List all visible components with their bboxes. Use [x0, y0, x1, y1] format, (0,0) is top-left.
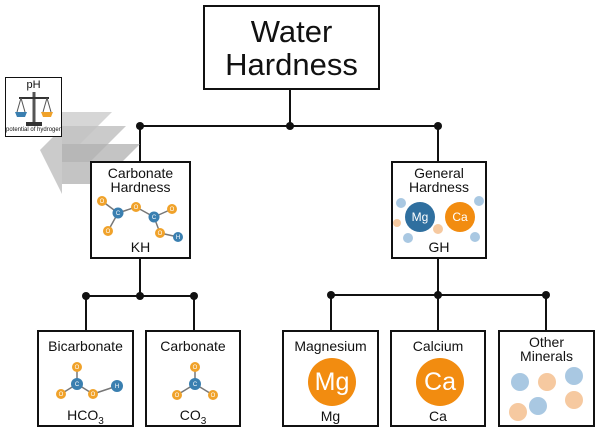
- carbonate-formula-main: CO: [179, 407, 201, 423]
- magnesium-caption: Mg: [320, 408, 341, 424]
- water-hardness-title: Water Hardness: [205, 15, 378, 81]
- bicarbonate-formula-main: HCO: [67, 407, 99, 423]
- svg-text:O: O: [106, 229, 111, 235]
- junction-dot: [434, 122, 442, 130]
- svg-text:O: O: [193, 365, 198, 371]
- root-title-line2: Hardness: [225, 47, 358, 82]
- ph-label: pH: [26, 79, 41, 91]
- other-minerals-line1: Other: [528, 334, 564, 350]
- mineral-particles-icon: [509, 367, 583, 421]
- svg-text:O: O: [175, 393, 180, 399]
- root-title-line1: Water: [250, 14, 333, 49]
- calcium-node: Calcium Ca Ca: [390, 330, 486, 427]
- other-minerals-line2: Minerals: [520, 348, 573, 364]
- bicarbonate-node: Bicarbonate O C O O H HCO3: [37, 330, 134, 427]
- magnesium-node: Magnesium Mg Mg: [282, 330, 379, 427]
- carbonate-structure-icon: O C O O: [172, 362, 218, 400]
- kh-abbr: KH: [130, 239, 151, 255]
- carbonate-hardness-title: Carbonate Hardness: [92, 166, 189, 194]
- calcium-symbol: Ca: [416, 358, 464, 406]
- svg-text:H: H: [115, 384, 119, 390]
- gh-title-line2: Hardness: [409, 179, 469, 195]
- ph-caption: potential of hydrogen: [6, 127, 63, 133]
- junction-dot: [136, 292, 144, 300]
- carbonate-hardness-node: Carbonate Hardness O C O O C O O H KH: [90, 161, 191, 259]
- svg-text:O: O: [75, 365, 80, 371]
- svg-text:O: O: [134, 205, 139, 211]
- gh-magnesium-ion: Mg: [405, 202, 435, 232]
- svg-text:O: O: [91, 392, 96, 398]
- svg-text:O: O: [211, 393, 216, 399]
- mineral-ions-icon: [393, 196, 484, 243]
- junction-dot: [327, 291, 335, 299]
- junction-dot: [434, 291, 442, 299]
- svg-text:O: O: [170, 207, 175, 213]
- bicarbonate-formula: HCO3: [39, 407, 132, 426]
- svg-text:H: H: [176, 235, 180, 241]
- junction-dot: [286, 122, 294, 130]
- bicarbonate-formula-sub: 3: [98, 415, 104, 427]
- svg-text:O: O: [100, 199, 105, 205]
- svg-text:O: O: [158, 231, 163, 237]
- junction-dot: [542, 291, 550, 299]
- svg-text:O: O: [59, 392, 64, 398]
- ph-badge: pH potential of hydrogen: [5, 77, 62, 137]
- junction-dot: [82, 292, 90, 300]
- magnesium-symbol: Mg: [308, 358, 356, 406]
- gh-calcium-ion: Ca: [445, 202, 475, 232]
- water-hardness-node: Water Hardness: [203, 5, 380, 90]
- calcium-title: Calcium: [412, 338, 464, 354]
- general-hardness-title: General Hardness: [393, 166, 485, 194]
- bicarbonate-molecule-icon: O C O O C O O H: [97, 196, 183, 242]
- svg-text:C: C: [152, 215, 157, 221]
- other-minerals-title: Other Minerals: [500, 335, 593, 363]
- carbonate-node: Carbonate O C O O CO3: [145, 330, 241, 427]
- junction-dot: [190, 292, 198, 300]
- other-minerals-node: Other Minerals: [498, 330, 595, 427]
- magnesium-title: Magnesium: [294, 338, 367, 354]
- gh-title-line1: General: [414, 165, 464, 181]
- carbonate-title: Carbonate: [160, 338, 226, 354]
- junction-dot: [136, 122, 144, 130]
- carbonate-formula-sub: 3: [200, 415, 207, 427]
- svg-text:C: C: [193, 382, 198, 388]
- carbonate-formula: CO3: [147, 407, 239, 426]
- bicarbonate-structure-icon: O C O O H: [56, 362, 123, 399]
- svg-text:C: C: [116, 211, 121, 217]
- bicarbonate-title: Bicarbonate: [48, 338, 123, 354]
- general-hardness-node: General Hardness Mg Ca GH: [391, 161, 487, 259]
- gh-abbr: GH: [428, 239, 450, 255]
- balance-scale-icon: [15, 92, 53, 126]
- svg-text:C: C: [75, 382, 80, 388]
- calcium-caption: Ca: [429, 408, 447, 424]
- kh-title-line1: Carbonate: [107, 165, 174, 181]
- kh-title-line2: Hardness: [110, 179, 171, 195]
